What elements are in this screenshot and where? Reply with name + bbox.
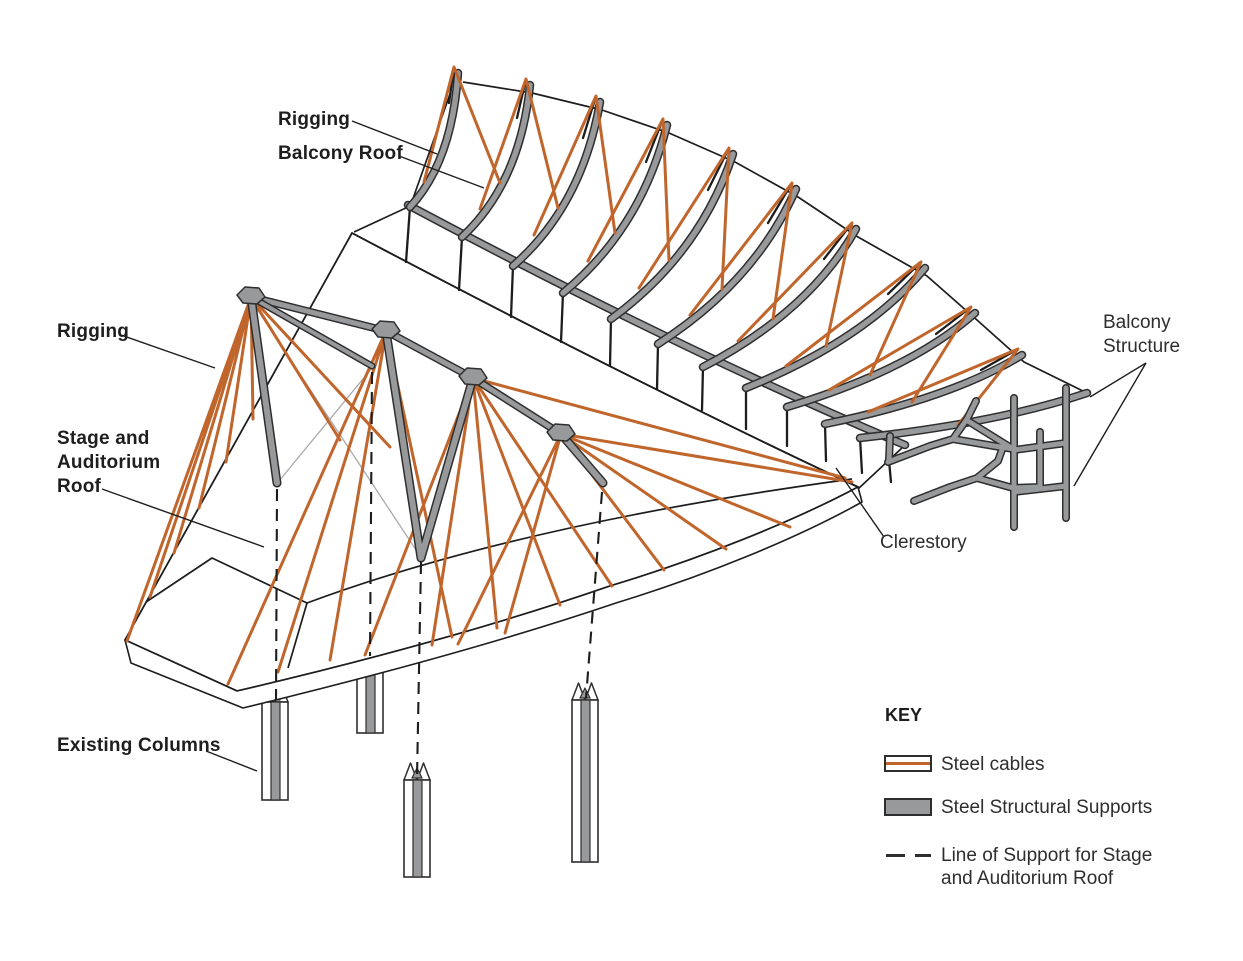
roof-right-end <box>857 446 904 490</box>
label-line: Stage and <box>57 428 150 449</box>
mast-cap <box>546 423 576 442</box>
label-line: Balcony <box>1103 312 1171 333</box>
label-balcony-roof: Balcony Roof <box>278 143 403 164</box>
rigging-left-leader <box>120 334 216 369</box>
mast-cap <box>458 367 488 386</box>
label-balcony-structure: Balcony Structure <box>1103 311 1180 359</box>
mast-cap <box>371 320 401 339</box>
key-label-steel-supports: Steel Structural Supports <box>941 797 1153 818</box>
key-label-line-of-support: Line of Support for Stage and Auditorium… <box>941 844 1152 890</box>
roof-eave-fold <box>306 478 853 604</box>
label-stage-auditorium-roof: Stage and Auditorium Roof <box>57 427 160 499</box>
cable-line-icon <box>886 762 930 765</box>
label-rigging-top: Rigging <box>278 109 351 130</box>
balcony-structure-frame <box>884 384 1070 531</box>
label-rigging-left: Rigging <box>57 321 130 342</box>
rigging-top-leader <box>351 120 438 155</box>
dashed-line-swatch-icon <box>886 854 931 857</box>
roof-surface <box>124 232 859 692</box>
mast-link <box>249 295 374 368</box>
balcony-ribs <box>407 70 1090 441</box>
label-line: Roof <box>57 476 102 497</box>
roof-fascia <box>124 486 863 709</box>
mast-cap <box>236 286 266 305</box>
roof-masts <box>248 294 606 561</box>
roof-step-notch <box>145 557 308 669</box>
stage-roof-leader <box>101 488 265 548</box>
label-clerestory: Clerestory <box>880 532 967 553</box>
balcony-rigging-cables <box>422 65 1020 427</box>
existing-columns-leader <box>205 750 258 772</box>
balcony-roof-drawing <box>403 65 1092 450</box>
label-existing-columns: Existing Columns <box>57 735 221 756</box>
roof-masts-and-struts <box>236 286 608 563</box>
label-line: Auditorium <box>57 452 161 473</box>
label-line: Structure <box>1103 336 1181 357</box>
steel-cable-swatch-icon <box>884 755 932 772</box>
balcony-structure-members <box>885 385 1069 530</box>
leader-lines <box>101 120 1147 772</box>
column <box>571 682 599 863</box>
balcony-roof-leader <box>398 155 485 189</box>
key-label-steel-cables: Steel cables <box>941 754 1045 775</box>
label-line: and Auditorium Roof <box>941 868 1114 889</box>
column <box>403 762 431 878</box>
mast-struts <box>248 294 564 437</box>
clerestory-band <box>351 205 893 488</box>
balcony-structure-leaders <box>1073 362 1147 487</box>
clerestory-studs <box>404 205 893 484</box>
dash-icon <box>886 854 905 857</box>
clerestory-leader <box>835 467 885 538</box>
label-line: Line of Support for Stage <box>941 845 1153 866</box>
support-dashed-lines <box>274 371 604 779</box>
balcony-rigging-posts <box>447 65 1020 372</box>
key-title: KEY <box>885 705 923 725</box>
dash-icon <box>915 854 931 857</box>
clerestory-bottom-edge <box>351 206 859 488</box>
steel-support-swatch-icon <box>884 798 932 816</box>
